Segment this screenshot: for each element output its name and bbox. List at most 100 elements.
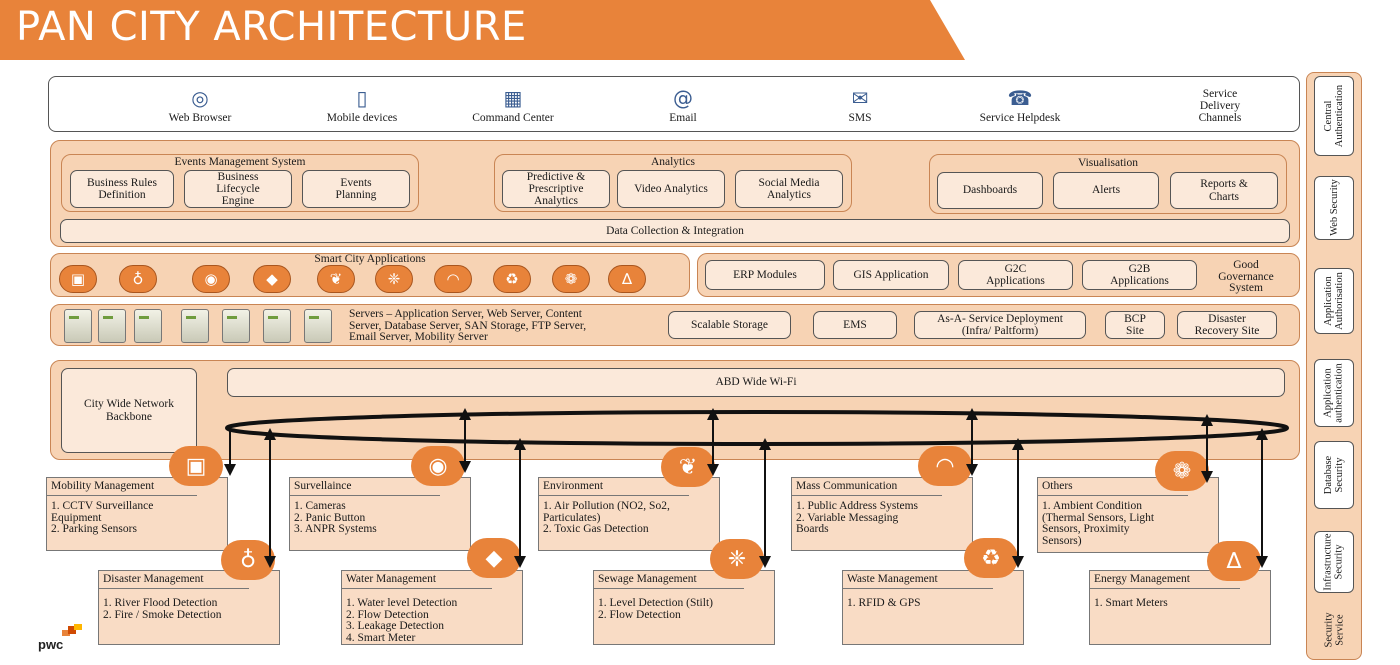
- as-a-service-box: As-A- Service Deployment (Infra/ Paltfor…: [914, 311, 1086, 339]
- domain-items: 1. RFID & GPS: [843, 597, 921, 610]
- globe-icon: ◎: [191, 86, 209, 110]
- server-icon: [134, 309, 162, 343]
- security-item-label: Application authentication: [1322, 363, 1346, 423]
- mobile-icon: ▯: [356, 86, 368, 110]
- domain-item: Particulates): [543, 511, 601, 524]
- fire-extinguisher-icon: ♁: [119, 265, 157, 293]
- domain-item: 3. Leakage Detection: [346, 620, 445, 632]
- water-drop-icon: ◆: [467, 538, 521, 578]
- server-icon: [222, 309, 250, 343]
- sewage-icon: ❈: [710, 539, 764, 579]
- domain-item: 2. Toxic Gas Detection: [543, 523, 649, 535]
- domain-item: 1. Public Address Systems: [796, 500, 919, 512]
- domain-item: 2. Flow Detection: [598, 608, 681, 621]
- channel-label: SMS: [848, 112, 872, 124]
- servers-description: Servers – Application Server, Web Server…: [349, 308, 587, 343]
- dashboards-box: Dashboards: [937, 172, 1043, 209]
- domain-items: 1. Air Pollution (NO2, So2,Particulates)…: [539, 500, 670, 536]
- domain-title: Mass Communication: [792, 478, 942, 496]
- pwc-logo: pwc: [38, 637, 64, 652]
- title-banner: [0, 0, 965, 60]
- wind-icon: ❁: [552, 265, 590, 293]
- domain-item: Boards: [796, 523, 829, 535]
- domain-title: Sewage Management: [594, 571, 744, 589]
- helpdesk-icon: ☎: [1007, 86, 1033, 110]
- security-caption: Security Service: [1312, 600, 1356, 660]
- domain-item: 1. CCTV Surveillance: [51, 500, 154, 512]
- domain-item: 2. Parking Sensors: [51, 523, 137, 535]
- channel-label: Command Center: [472, 112, 554, 124]
- domain-items: 1. Level Detection (Stilt)2. Flow Detect…: [594, 597, 713, 621]
- server-icon: [98, 309, 126, 343]
- channel-label: Service Helpdesk: [979, 112, 1061, 124]
- domain-item: 1. Level Detection (Stilt): [598, 597, 713, 609]
- disaster-recovery-box: Disaster Recovery Site: [1177, 311, 1277, 339]
- train-icon: ▣: [59, 265, 97, 293]
- data-collection-bar: Data Collection & Integration: [60, 219, 1290, 243]
- domain-title: Waste Management: [843, 571, 993, 589]
- domain-item: 1. Water level Detection: [346, 597, 458, 609]
- server-icon: [64, 309, 92, 343]
- network-backbone-box: City Wide Network Backbone: [61, 368, 197, 453]
- security-item-label: Database Security: [1322, 455, 1346, 495]
- domain-box: Waste Management 1. RFID & GPS: [842, 570, 1024, 645]
- monitor-wall-icon: ▦: [503, 86, 523, 110]
- security-item: Central Authentication: [1314, 76, 1354, 156]
- pwc-logo-mark: [62, 624, 82, 636]
- server-icon: [263, 309, 291, 343]
- smart-city-title: Smart City Applications: [314, 253, 426, 265]
- domain-item: (Thermal Sensors, Light: [1042, 511, 1155, 524]
- security-item: Application Authorisation: [1314, 268, 1354, 334]
- channel-label: Mobile devices: [326, 112, 398, 124]
- domain-title: Others: [1038, 478, 1188, 496]
- domain-title: Water Management: [342, 571, 492, 589]
- domain-item: 2. Panic Button: [294, 511, 366, 524]
- social-media-analytics-box: Social Media Analytics: [735, 170, 843, 208]
- business-rules-box: Business Rules Definition: [70, 170, 174, 208]
- domain-item: 1. Air Pollution (NO2, So2,: [543, 500, 670, 512]
- scalable-storage-box: Scalable Storage: [668, 311, 791, 339]
- domain-item: Equipment: [51, 511, 102, 524]
- train-icon: ▣: [169, 446, 223, 486]
- reports-charts-box: Reports & Charts: [1170, 172, 1278, 209]
- domain-item: 2. Flow Detection: [346, 608, 429, 621]
- domain-item: 2. Variable Messaging: [796, 511, 899, 524]
- page-title: PAN CITY ARCHITECTURE: [16, 4, 527, 50]
- water-drop-icon: ◆: [253, 265, 291, 293]
- analytics-title: Analytics: [650, 156, 696, 168]
- network-ring: [225, 410, 1289, 446]
- security-item-label: Infrastructure Security: [1322, 533, 1346, 591]
- domain-item: 4. Smart Meter: [346, 631, 416, 644]
- domain-box: Water Management 1. Water level Detection…: [341, 570, 523, 645]
- domain-item: 1. RFID & GPS: [847, 597, 921, 609]
- business-lifecycle-box: Business Lifecycle Engine: [184, 170, 292, 208]
- eye-icon: ◉: [192, 265, 230, 293]
- security-item-label: Central Authentication: [1322, 84, 1345, 148]
- security-item: Infrastructure Security: [1314, 531, 1354, 593]
- wind-icon: ❁: [1155, 451, 1209, 491]
- email-icon: @: [673, 86, 693, 110]
- leaf-icon: ❦: [661, 447, 715, 487]
- domain-title: Disaster Management: [99, 571, 249, 589]
- domain-item: Sensors, Proximity: [1042, 523, 1130, 535]
- recycle-icon: ♻: [964, 538, 1018, 578]
- domain-item: 1. Cameras: [294, 500, 346, 512]
- events-planning-box: Events Planning: [302, 170, 410, 208]
- power-tower-icon: ∆: [608, 265, 646, 293]
- server-icon: [181, 309, 209, 343]
- leaf-icon: ❦: [317, 265, 355, 293]
- erp-modules-box: ERP Modules: [705, 260, 825, 290]
- domain-items: 1. Ambient Condition(Thermal Sensors, Li…: [1038, 500, 1155, 547]
- bcp-site-box: BCP Site: [1105, 311, 1165, 339]
- ems-box: EMS: [813, 311, 897, 339]
- sms-icon: ✉: [851, 86, 869, 110]
- domain-items: 1. Smart Meters: [1090, 597, 1168, 610]
